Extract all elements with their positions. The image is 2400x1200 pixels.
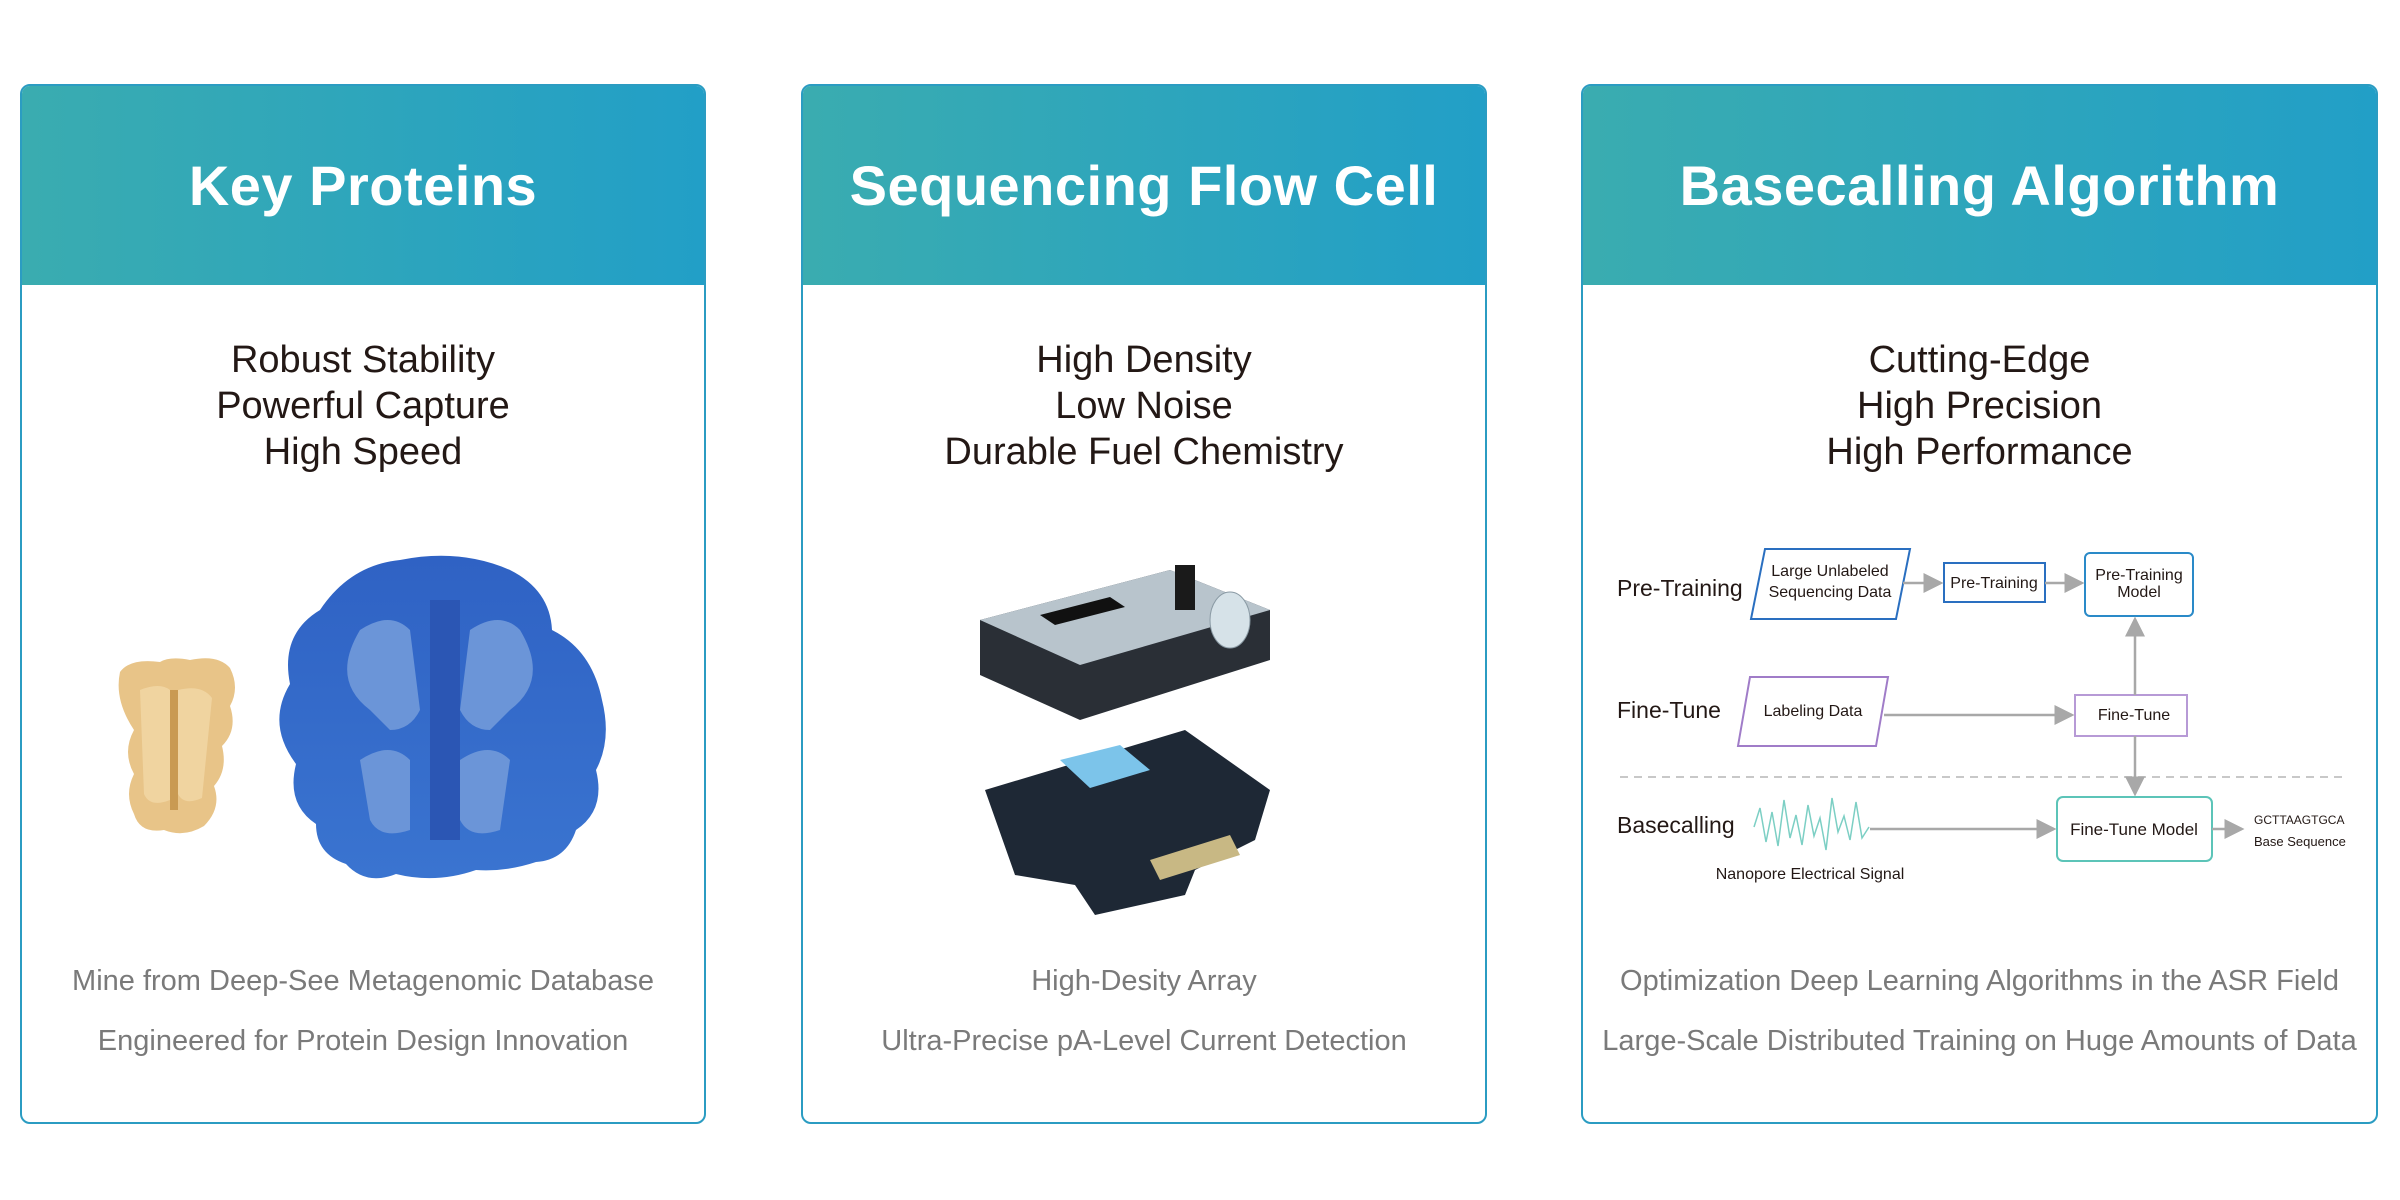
feature-list: Robust Stability Powerful Capture High S… [22, 337, 704, 475]
finetune-model-label: Fine-Tune Model [2070, 820, 2198, 839]
large-protein-image [279, 555, 606, 879]
flow-arrows [1870, 573, 2245, 839]
feature: High Speed [263, 431, 463, 473]
card-title: Sequencing Flow Cell [849, 154, 1439, 217]
card-footer: High-Desity Array Ultra-Precise pA-Level… [803, 951, 1485, 1071]
feature: High Density [1036, 339, 1252, 381]
card-basecalling-algorithm: Basecalling Algorithm Cutting-Edge High … [1581, 84, 2378, 1124]
footer-line: Large-Scale Distributed Training on Huge… [1602, 1025, 2357, 1057]
card-footer: Optimization Deep Learning Algorithms in… [1583, 951, 2376, 1071]
feature: High Precision [1857, 385, 2102, 427]
card-header: Key Proteins [22, 86, 704, 285]
nanopore-signal-waveform [1753, 797, 1870, 851]
labeling-data-node [1736, 676, 1890, 747]
feature: Durable Fuel Chemistry [944, 431, 1344, 473]
feature: High Performance [1826, 431, 2133, 473]
circuit-board-image [985, 730, 1270, 915]
signal-label: Nanopore Electrical Signal [1716, 866, 1905, 883]
card-key-proteins: Key Proteins Robust Stability Powerful C… [20, 84, 706, 1124]
pretraining-node [1943, 562, 2046, 603]
card-header: Basecalling Algorithm [1583, 86, 2376, 285]
feature: Powerful Capture [216, 385, 510, 427]
row-label-finetune: Fine-Tune [1617, 697, 1721, 723]
card-title: Basecalling Algorithm [1679, 154, 2280, 217]
feature: Cutting-Edge [1868, 339, 2091, 381]
finetune-node-label: Fine-Tune [2098, 707, 2170, 724]
feature: Low Noise [1055, 385, 1233, 427]
finetune-node [2074, 694, 2188, 737]
unlabeled-data-label: Large Unlabeled [1771, 563, 1888, 580]
unlabeled-data-node [1749, 548, 1912, 620]
feature-list: Cutting-Edge High Precision High Perform… [1583, 337, 2376, 475]
pretraining-model-label: Model [2117, 584, 2161, 601]
card-title: Key Proteins [188, 154, 538, 217]
labeling-data-label: Labeling Data [1764, 703, 1863, 720]
card-footer: Mine from Deep-See Metagenomic Database … [22, 951, 704, 1071]
base-sequence-value: GCTTAAGTGCA [2254, 813, 2344, 827]
row-label-basecalling: Basecalling [1617, 812, 1735, 838]
row-label-pretraining: Pre-Training [1617, 575, 1743, 601]
footer-line: High-Desity Array [1031, 965, 1257, 997]
pretraining-model-label: Pre-Training [2095, 567, 2182, 584]
pretraining-model-node [2084, 552, 2194, 617]
basecalling-flow-diagram: Pre-Training Fine-Tune Basecalling Large… [1617, 548, 2346, 883]
footer-line: Optimization Deep Learning Algorithms in… [1620, 965, 2339, 997]
pretraining-node-label: Pre-Training [1950, 575, 2037, 592]
unlabeled-data-label: Sequencing Data [1769, 584, 1892, 601]
flow-cell-device-image [980, 565, 1270, 720]
feature-list: High Density Low Noise Durable Fuel Chem… [803, 337, 1485, 475]
card-header: Sequencing Flow Cell [803, 86, 1485, 285]
footer-line: Mine from Deep-See Metagenomic Database [72, 965, 654, 997]
footer-line: Engineered for Protein Design Innovation [97, 1025, 629, 1057]
feature: Robust Stability [230, 339, 495, 381]
base-sequence-label: Base Sequence [2254, 834, 2346, 849]
small-protein-image [118, 658, 235, 834]
footer-line: Ultra-Precise pA-Level Current Detection [881, 1025, 1407, 1057]
